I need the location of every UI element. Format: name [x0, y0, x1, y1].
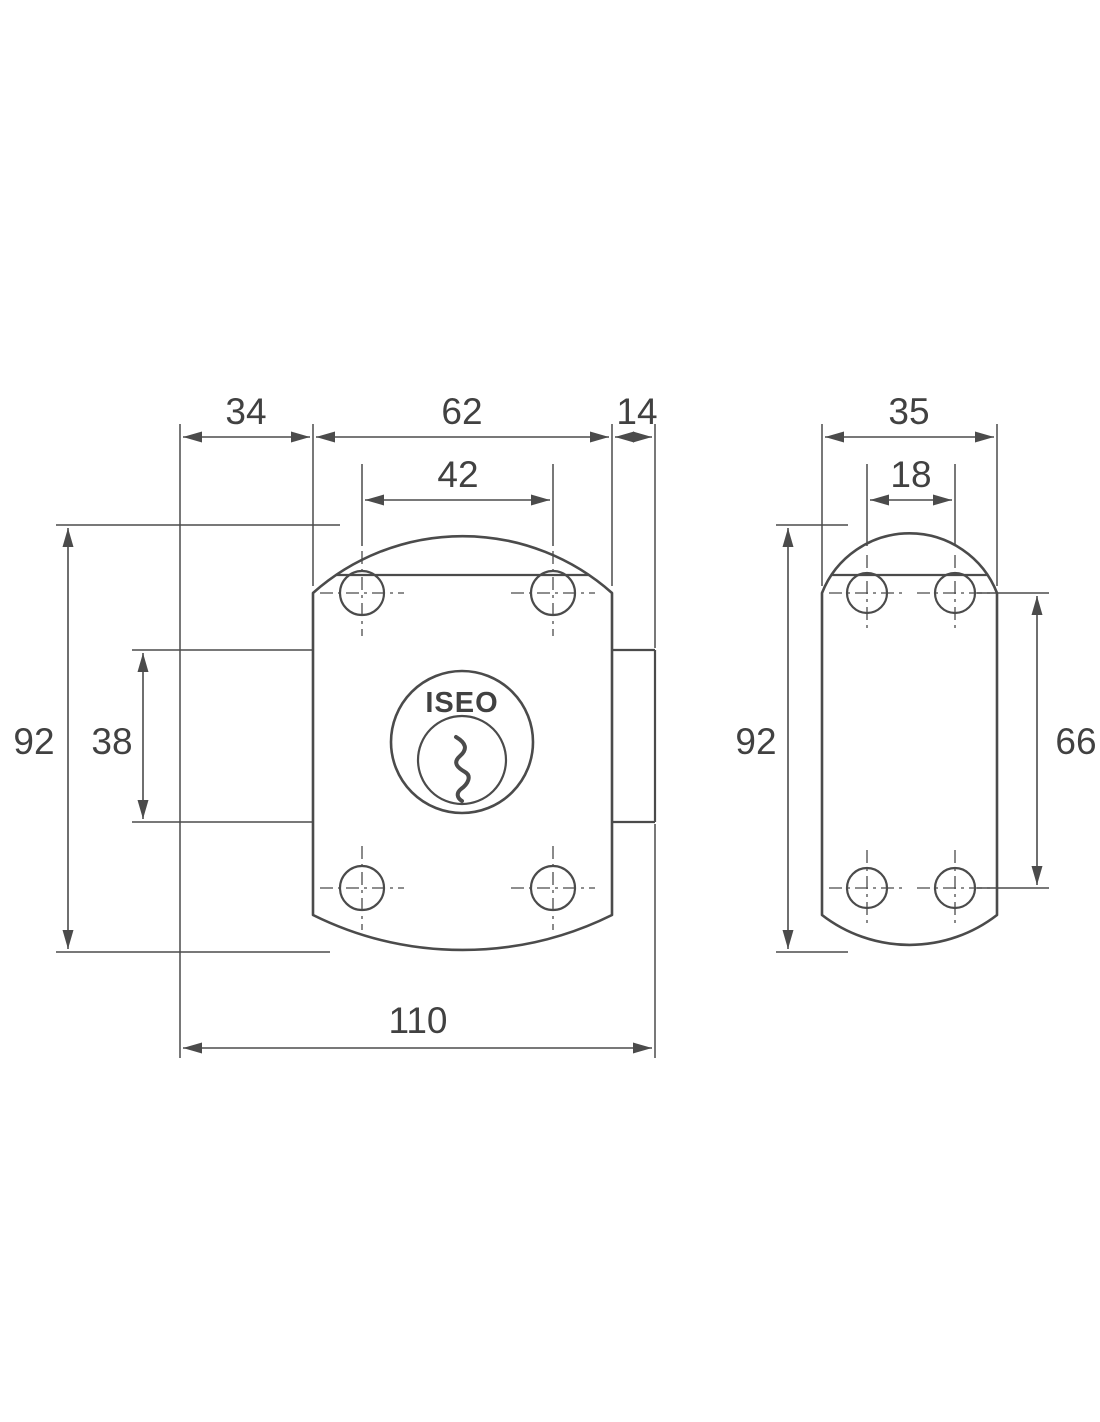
- hole-circle: [933, 866, 977, 910]
- dim-side-body-width: 35: [821, 391, 998, 586]
- dim-label-front-body-width: 62: [441, 391, 482, 432]
- side-body-outline: [820, 532, 999, 947]
- dim-label-front-total-width: 110: [389, 1000, 448, 1041]
- dim-label-side-hole-span-v: 66: [1055, 721, 1096, 762]
- cylinder-outer-ring: [389, 669, 535, 815]
- side-hole-top-left: [829, 555, 905, 631]
- dim-label-side-body-height: 92: [735, 721, 776, 762]
- hole-circle: [338, 569, 386, 617]
- dim-front-body-height: 92: [13, 524, 340, 953]
- dim-front-hole-spacing: 42: [361, 454, 554, 546]
- hole-circle: [845, 866, 889, 910]
- front-hole-top-right: [511, 551, 595, 636]
- front-hole-bottom-right: [511, 846, 595, 930]
- front-view: ISEO: [311, 534, 657, 952]
- dim-label-front-inner-height: 38: [91, 721, 132, 762]
- dim-front-protrusion-depth: 14: [615, 391, 658, 1058]
- dim-label-front-offset-left: 34: [225, 391, 266, 432]
- front-hole-top-left: [320, 551, 404, 636]
- dim-side-hole-spacing: 18: [866, 454, 956, 546]
- dim-side-hole-span-v: 66: [977, 592, 1097, 889]
- dim-front-inner-height: 38: [91, 649, 313, 823]
- side-view: [820, 532, 999, 947]
- hole-circle: [845, 571, 889, 615]
- dim-front-total-width: 110: [183, 1000, 652, 1054]
- dim-side-body-height: 92: [735, 524, 848, 953]
- keyhole-icon: [454, 735, 471, 803]
- side-hole-bottom-left: [829, 850, 905, 926]
- cylinder-inner-ring: [416, 714, 508, 806]
- dim-front-body-width: 62: [316, 391, 613, 586]
- front-hole-bottom-left: [320, 846, 404, 930]
- dim-label-side-hole-spacing: 18: [890, 454, 931, 495]
- dimensions: 34 62 14 42: [13, 391, 1097, 1058]
- dim-label-front-hole-spacing: 42: [437, 454, 478, 495]
- hole-circle: [529, 569, 577, 617]
- brand-label: ISEO: [425, 687, 498, 719]
- lock-cylinder: ISEO: [389, 669, 535, 815]
- hole-circle: [338, 864, 386, 912]
- dim-label-front-body-height: 92: [13, 721, 54, 762]
- dim-front-offset-left: 34: [179, 391, 314, 1058]
- hole-circle: [529, 864, 577, 912]
- front-body-outline: [311, 534, 614, 952]
- hole-circle: [933, 571, 977, 615]
- dim-label-side-body-width: 35: [888, 391, 929, 432]
- dim-label-front-protrusion-depth: 14: [616, 391, 657, 432]
- cylinder-protrusion-edge: [613, 648, 657, 824]
